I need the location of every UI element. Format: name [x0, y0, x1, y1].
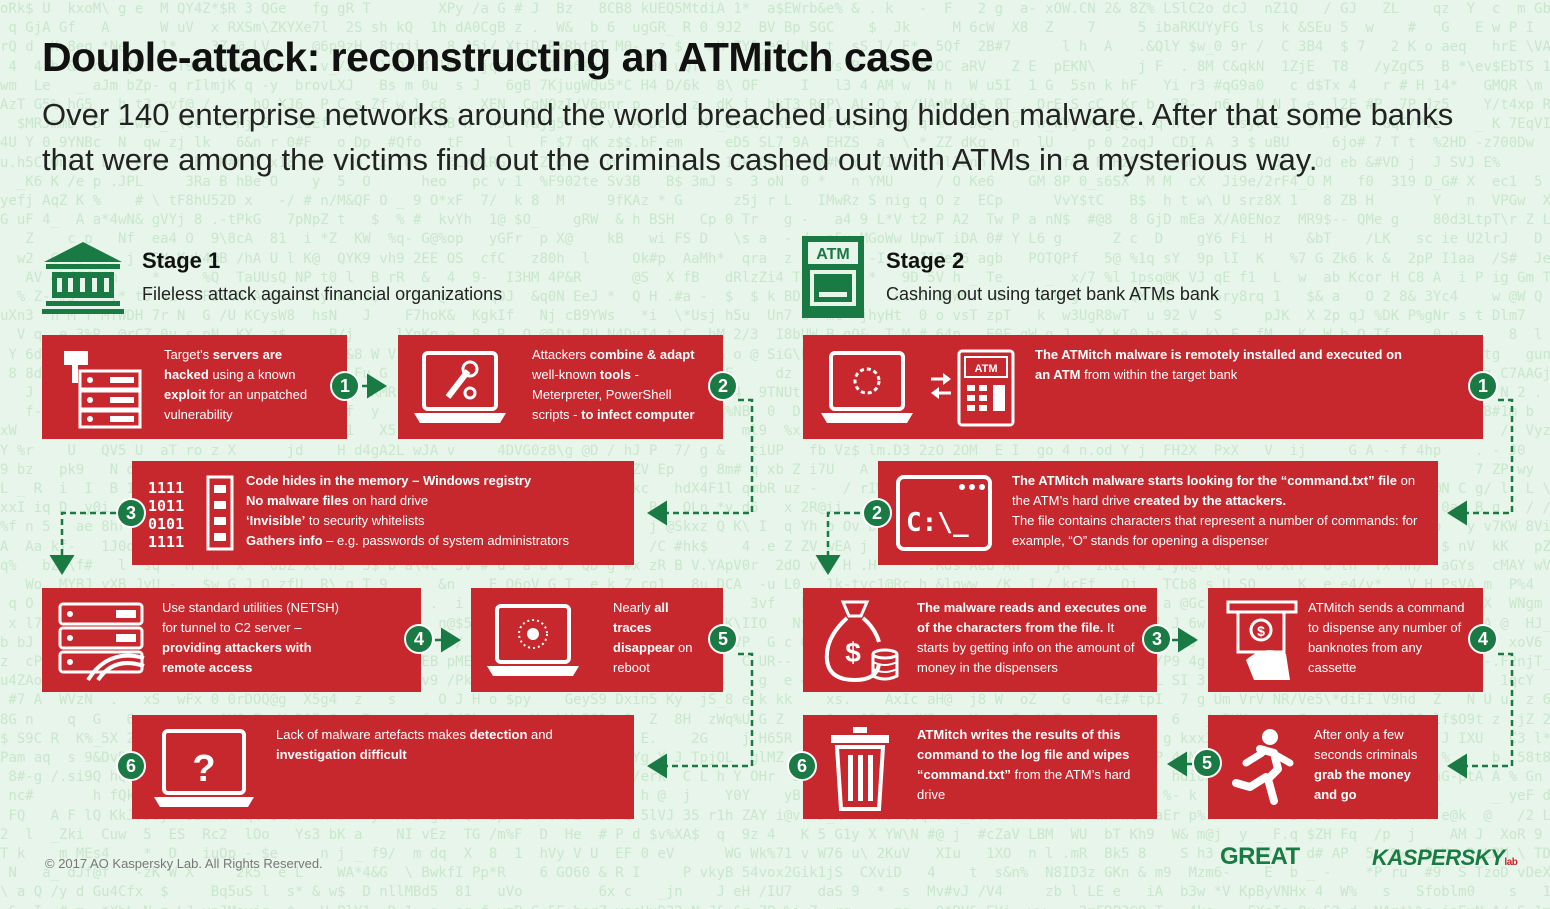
stage1-step5-text: Nearly all traces disappear on reboot — [613, 600, 693, 675]
kaspersky-logo-text: KASPERSKY — [1372, 845, 1505, 870]
laptop-tools-icon — [414, 351, 506, 423]
stage1-title: Stage 1 — [142, 248, 221, 273]
stage2-step1-number: 1 — [1468, 371, 1498, 401]
stage1-step6-text: Lack of malware artefacts makes detectio… — [276, 727, 553, 762]
stage1-step4-box: Use standard utilities (NETSH) for tunne… — [42, 588, 421, 692]
server-axe-icon — [64, 351, 142, 429]
stage2-step5-box: After only a few seconds criminals grab … — [1208, 715, 1438, 819]
stage1-subtitle: Fileless attack against financial organi… — [142, 284, 503, 304]
great-logo: GREAT — [1220, 843, 1300, 870]
kaspersky-logo: KASPERSKYlab — [1372, 845, 1518, 871]
command-prompt-icon: C:\_ — [896, 475, 992, 551]
stage1-step3-text: Code hides in the memory – Windows regis… — [246, 473, 569, 548]
svg-text:ATM: ATM — [816, 246, 849, 263]
svg-text:0101: 0101 — [148, 515, 184, 533]
stage2-step4-text: ATMitch sends a command to dispense any … — [1308, 600, 1465, 675]
bank-icon — [42, 242, 124, 314]
stage2-title: Stage 2 — [886, 248, 965, 273]
cash-dispense-icon: $ — [1226, 600, 1298, 680]
running-man-icon — [1232, 729, 1294, 805]
laptop-vanish-icon — [487, 604, 579, 676]
stage2-step3-text: The malware reads and executes one of th… — [917, 600, 1147, 675]
atm-icon: ATM — [802, 236, 864, 318]
svg-text:ATM: ATM — [974, 363, 997, 375]
copyright-text: © 2017 AO Kaspersky Lab. All Rights Rese… — [45, 856, 323, 871]
money-bag-icon: $ — [824, 600, 899, 683]
stage2-step5-text: After only a few seconds criminals grab … — [1314, 727, 1418, 802]
stage2-step6-box: ATMitch writes the results of this comma… — [803, 715, 1157, 819]
stage2-step2-number: 2 — [862, 498, 892, 528]
svg-text:?: ? — [192, 748, 215, 790]
stage2-step6-number: 6 — [787, 751, 817, 781]
stage1-step5-box: Nearly all traces disappear on reboot — [471, 588, 723, 692]
svg-text:$: $ — [845, 637, 861, 668]
stage1-step3-box: 1111 1011 0101 1111 Code hides in the me… — [132, 461, 634, 565]
stage2-step1-text: The ATMitch malware is remotely installe… — [1035, 347, 1402, 382]
svg-text:1111: 1111 — [148, 533, 184, 551]
trash-icon — [831, 727, 889, 811]
laptop-to-atm-icon: ATM — [821, 349, 1015, 427]
svg-text:1011: 1011 — [148, 497, 184, 515]
stage1-step6-box: ? Lack of malware artefacts makes detect… — [132, 715, 634, 819]
stage1-step2-number: 2 — [708, 371, 738, 401]
svg-text:1111: 1111 — [148, 479, 184, 497]
stage1-step4-number: 4 — [404, 624, 434, 654]
stage1-step3-number: 3 — [116, 498, 146, 528]
stage1-step5-number: 5 — [708, 624, 738, 654]
server-tunnel-icon — [58, 602, 145, 682]
page-subtitle: Over 140 enterprise networks around the … — [42, 97, 1454, 177]
stage2-step4-number: 4 — [1468, 624, 1498, 654]
stage2-step6-text: ATMitch writes the results of this comma… — [917, 727, 1131, 802]
stage2-subtitle: Cashing out using target bank ATMs bank — [886, 284, 1219, 304]
stage2-step4-box: $ ATMitch sends a command to dispense an… — [1208, 588, 1483, 692]
stage2-header: Stage 2 Cashing out using target bank AT… — [886, 248, 1219, 305]
stage2-step5-number: 5 — [1192, 748, 1222, 778]
stage1-step2-box: Attackers combine & adapt well-known too… — [398, 335, 723, 439]
stage1-step1-text: Target's servers are hacked using a know… — [164, 347, 308, 422]
stage1-step6-number: 6 — [116, 751, 146, 781]
stage2-step2-box: C:\_ The ATMitch malware starts looking … — [878, 461, 1438, 565]
stage1-step1-number: 1 — [330, 371, 360, 401]
laptop-question-icon: ? — [154, 729, 254, 807]
stage1-step1-box: Target's servers are hacked using a know… — [42, 335, 347, 439]
kaspersky-lab-text: lab — [1504, 857, 1518, 868]
stage2-step2-text: The ATMitch malware starts looking for t… — [1012, 473, 1418, 548]
stage2-step3-number: 3 — [1142, 624, 1172, 654]
svg-text:C:\_: C:\_ — [906, 508, 969, 538]
page-title: Double-attack: reconstructing an ATMitch… — [42, 34, 934, 80]
binary-memory-icon: 1111 1011 0101 1111 — [148, 475, 234, 551]
stage1-step2-text: Attackers combine & adapt well-known too… — [532, 347, 695, 422]
stage1-step4-text: Use standard utilities (NETSH) for tunne… — [162, 600, 339, 675]
stage2-step1-box: ATM The ATMitch malware is remotely inst… — [803, 335, 1483, 439]
stage2-step3-box: $ The malware reads and executes one of … — [803, 588, 1157, 692]
stage1-header: Stage 1 Fileless attack against financia… — [142, 248, 502, 305]
svg-text:$: $ — [1257, 623, 1265, 639]
